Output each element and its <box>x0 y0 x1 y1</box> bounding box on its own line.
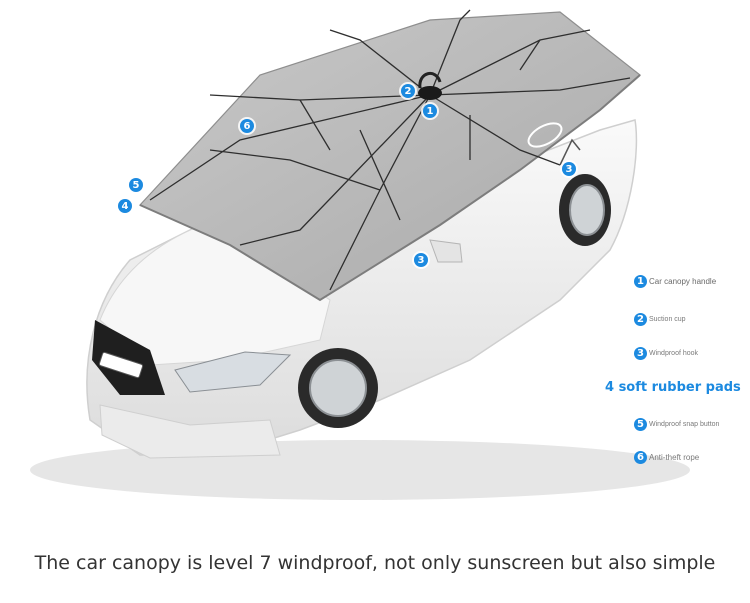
legend-item-snap-button: 5 Windproof snap button <box>634 418 719 431</box>
canopy-handle <box>418 72 442 89</box>
callout-badge: 3 <box>414 253 428 267</box>
caption: The car canopy is level 7 windproof, not… <box>34 552 716 574</box>
legend-item-handle: 1 Car canopy handle <box>634 275 716 288</box>
car-canopy-drawing <box>30 9 690 500</box>
brand-logo <box>527 122 563 148</box>
headlight <box>174 351 292 393</box>
car-hood <box>99 221 331 366</box>
legend-label: Windproof hook <box>649 350 699 357</box>
callout-badge: 1 <box>423 104 437 118</box>
front-grille <box>92 320 165 395</box>
callout-badge: 5 <box>129 178 143 192</box>
callout-badge: 2 <box>401 84 415 98</box>
front-bumper <box>99 404 281 459</box>
suction-cup <box>418 86 442 100</box>
side-mirror <box>429 239 463 263</box>
legend-item-windproof-hook: 3 Windproof hook <box>634 347 698 360</box>
legend-number: 2 <box>634 313 647 326</box>
callout-badge: 3 <box>562 162 576 176</box>
rear-rim <box>569 184 605 236</box>
legend-label: Anti-theft rope <box>649 453 700 462</box>
legend-label: Suction cup <box>649 316 686 323</box>
canopy-edge <box>139 74 641 302</box>
license-plate <box>98 351 144 379</box>
legend-item-anti-theft-rope: 6 Anti-theft rope <box>634 451 699 464</box>
callout-badge: 4 <box>118 199 132 213</box>
ground-shadow <box>30 440 690 500</box>
product-illustration: 1 2 3 3 4 5 6 <box>30 9 690 500</box>
windproof-hook-strap <box>559 138 581 166</box>
legend-number: 1 <box>634 275 647 288</box>
legend-label: Car canopy handle <box>649 277 717 286</box>
legend-number: 6 <box>634 451 647 464</box>
legend-number: 3 <box>634 347 647 360</box>
callout-badge: 6 <box>240 119 254 133</box>
front-rim <box>309 359 367 417</box>
legend-item-suction-cup: 2 Suction cup <box>634 313 686 326</box>
rubber-pads-label: 4 soft rubber pads <box>605 380 741 395</box>
legend-number: 5 <box>634 418 647 431</box>
canopy-frame <box>149 9 631 291</box>
legend-label: Windproof snap button <box>649 421 720 428</box>
